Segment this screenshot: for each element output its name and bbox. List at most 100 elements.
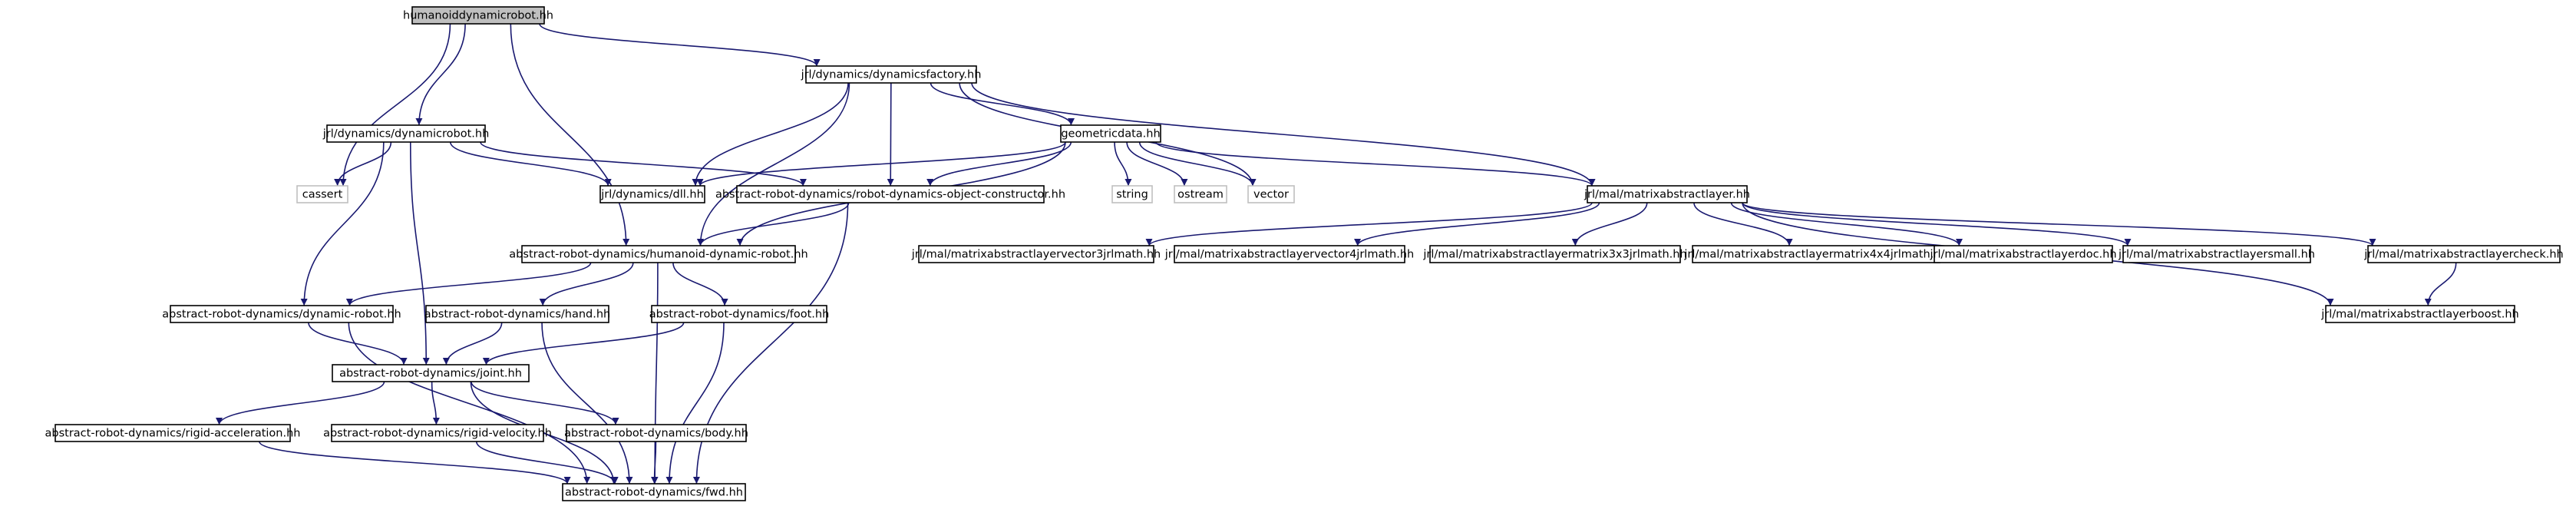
node-box-dynfactory (805, 65, 977, 84)
node-box-body (566, 424, 747, 442)
edge-geomdata-to-vector (1138, 141, 1257, 187)
edge-dynfactory-to-humanoid (697, 82, 850, 246)
node-malv3[interactable]: jrl/mal/matrixabstractlayervector3jrlmat… (911, 245, 1161, 263)
node-label-dynrobot: jrl/dynamics/dynamicrobot.hh (322, 128, 490, 141)
node-box-malv3 (918, 245, 1154, 263)
node-label-dynrob: abstract-robot-dynamics/dynamic-robot.hh (162, 309, 401, 321)
node-box-foot (651, 305, 827, 323)
node-box-rigidacc (54, 424, 291, 442)
node-humanoid[interactable]: abstract-robot-dynamics/humanoid-dynamic… (509, 245, 808, 263)
node-mal[interactable]: jrl/mal/matrixabstractlayer.hh (1584, 185, 1750, 203)
node-label-objconstructor: abstract-robot-dynamics/robot-dynamics-o… (715, 189, 1065, 201)
node-ostream[interactable]: ostream (1174, 185, 1227, 203)
node-box-fwd (562, 483, 746, 501)
edge-mal-to-malv4 (1354, 202, 1600, 246)
node-box-malboost (2325, 305, 2515, 323)
node-label-cassert: cassert (302, 189, 343, 201)
node-box-hand (425, 305, 609, 323)
edge-hand-to-joint (442, 322, 503, 365)
node-malv4[interactable]: jrl/mal/matrixabstractlayervector4jrlmat… (1164, 245, 1414, 263)
edge-mal-to-malv3 (1145, 202, 1593, 246)
node-box-vector (1247, 185, 1295, 203)
edge-dynrobot-to-objconstructor (480, 141, 807, 187)
node-maldoc[interactable]: jrl/mal/matrixabstractlayerdoc.hh (1929, 245, 2117, 263)
node-rigidacc[interactable]: abstract-robot-dynamics/rigid-accelerati… (45, 424, 301, 442)
node-malcheck[interactable]: jrl/mal/matrixabstractlayercheck.hh (2363, 245, 2564, 263)
node-dll[interactable]: jrl/dynamics/dll.hh (599, 185, 705, 203)
edge-foot-to-fwd (665, 322, 725, 485)
node-label-body: abstract-robot-dynamics/body.hh (564, 428, 748, 440)
node-label-rigidvel: abstract-robot-dynamics/rigid-velocity.h… (323, 428, 552, 440)
node-box-string (1111, 185, 1153, 203)
node-box-humanoid (521, 245, 796, 263)
node-malm4[interactable]: jrl/mal/matrixabstractlayermatrix4x4jrlm… (1683, 245, 1948, 263)
edge-mal-to-maldoc (1730, 202, 1963, 246)
edge-mal-to-malm4 (1693, 202, 1793, 246)
node-box-geomdata (1060, 124, 1161, 143)
node-box-dynrobot (326, 124, 486, 143)
node-label-malsmall: jrl/mal/matrixabstractlayersmall.hh (2118, 249, 2315, 261)
node-label-malcheck: jrl/mal/matrixabstractlayercheck.hh (2363, 249, 2563, 261)
node-box-root (411, 6, 545, 25)
node-box-rigidvel (331, 424, 544, 442)
node-dynrobot[interactable]: jrl/dynamics/dynamicrobot.hh (322, 124, 490, 143)
edge-dynrob-to-joint (308, 322, 408, 365)
node-label-mal: jrl/mal/matrixabstractlayer.hh (1584, 189, 1750, 201)
node-foot[interactable]: abstract-robot-dynamics/foot.hh (649, 305, 830, 323)
node-label-malv4: jrl/mal/matrixabstractlayervector4jrlmat… (1164, 249, 1414, 261)
edge-humanoid-to-fwd (651, 262, 659, 485)
node-dynfactory[interactable]: jrl/dynamics/dynamicsfactory.hh (801, 65, 982, 84)
edge-malcheck-to-malboost (2424, 262, 2457, 306)
node-fwd[interactable]: abstract-robot-dynamics/fwd.hh (562, 483, 746, 501)
node-objconstructor[interactable]: abstract-robot-dynamics/robot-dynamics-o… (715, 185, 1065, 203)
edge-root-to-dynfactory (539, 23, 821, 67)
edge-humanoid-to-foot (672, 262, 728, 306)
node-rigidvel[interactable]: abstract-robot-dynamics/rigid-velocity.h… (323, 424, 552, 442)
edge-rigidacc-to-fwd (259, 441, 571, 485)
node-vector[interactable]: vector (1247, 185, 1295, 203)
edge-humanoid-to-dynrob (345, 262, 592, 306)
node-label-joint: abstract-robot-dynamics/joint.hh (339, 368, 522, 380)
node-malm3[interactable]: jrl/mal/matrixabstractlayermatrix3x3jrlm… (1422, 245, 1687, 263)
edge-dynrob-to-fwd (348, 322, 591, 485)
node-box-joint (332, 364, 530, 382)
node-string[interactable]: string (1111, 185, 1153, 203)
file-nodes: humanoiddynamicrobot.hh jrl/dynamics/dyna… (45, 6, 2564, 501)
node-box-malm3 (1429, 245, 1681, 263)
node-malsmall[interactable]: jrl/mal/matrixabstractlayersmall.hh (2118, 245, 2315, 263)
edge-objconstructor-to-humanoid (696, 202, 850, 246)
edge-foot-to-joint (482, 322, 685, 365)
node-box-ostream (1174, 185, 1227, 203)
node-label-humanoid: abstract-robot-dynamics/humanoid-dynamic… (509, 249, 807, 261)
node-label-dll: jrl/dynamics/dll.hh (600, 189, 704, 201)
edge-root-to-humanoid (510, 23, 630, 246)
node-label-root: humanoiddynamicrobot.hh (403, 10, 553, 22)
edge-mal-to-malm3 (1571, 202, 1648, 246)
edge-joint-to-body (471, 381, 619, 425)
edge-root-to-cassert (339, 23, 451, 187)
node-box-mal (1587, 185, 1748, 203)
edge-dynrobot-to-cassert (334, 141, 392, 187)
edge-dynrobot-to-dynrob (300, 141, 385, 306)
node-label-dynfactory: jrl/dynamics/dynamicsfactory.hh (801, 69, 982, 81)
node-malboost[interactable]: jrl/mal/matrixabstractlayerboost.hh (2320, 305, 2519, 323)
node-label-ostream: ostream (1177, 189, 1224, 201)
node-hand[interactable]: abstract-robot-dynamics/hand.hh (424, 305, 610, 323)
node-box-malcheck (2367, 245, 2561, 263)
node-label-malm3: jrl/mal/matrixabstractlayermatrix3x3jrlm… (1422, 249, 1686, 261)
node-dynrob[interactable]: abstract-robot-dynamics/dynamic-robot.hh (162, 305, 401, 323)
node-box-dll (599, 185, 705, 203)
node-geomdata[interactable]: geometricdata.hh (1060, 124, 1161, 143)
edge-dynfactory-to-mal (971, 82, 1596, 187)
node-root[interactable]: humanoiddynamicrobot.hh (403, 6, 553, 25)
node-cassert[interactable]: cassert (296, 185, 348, 203)
node-body[interactable]: abstract-robot-dynamics/body.hh (564, 424, 748, 442)
node-label-malv3: jrl/mal/matrixabstractlayervector3jrlmat… (911, 249, 1161, 261)
edge-geomdata-to-mal (1155, 141, 1596, 187)
node-joint[interactable]: abstract-robot-dynamics/joint.hh (332, 364, 530, 382)
node-box-objconstructor (736, 185, 1045, 203)
edge-joint-to-rigidacc (216, 381, 385, 425)
node-label-vector: vector (1253, 189, 1289, 201)
edge-dynrobot-to-dll (449, 141, 612, 187)
node-label-hand: abstract-robot-dynamics/hand.hh (424, 309, 610, 321)
